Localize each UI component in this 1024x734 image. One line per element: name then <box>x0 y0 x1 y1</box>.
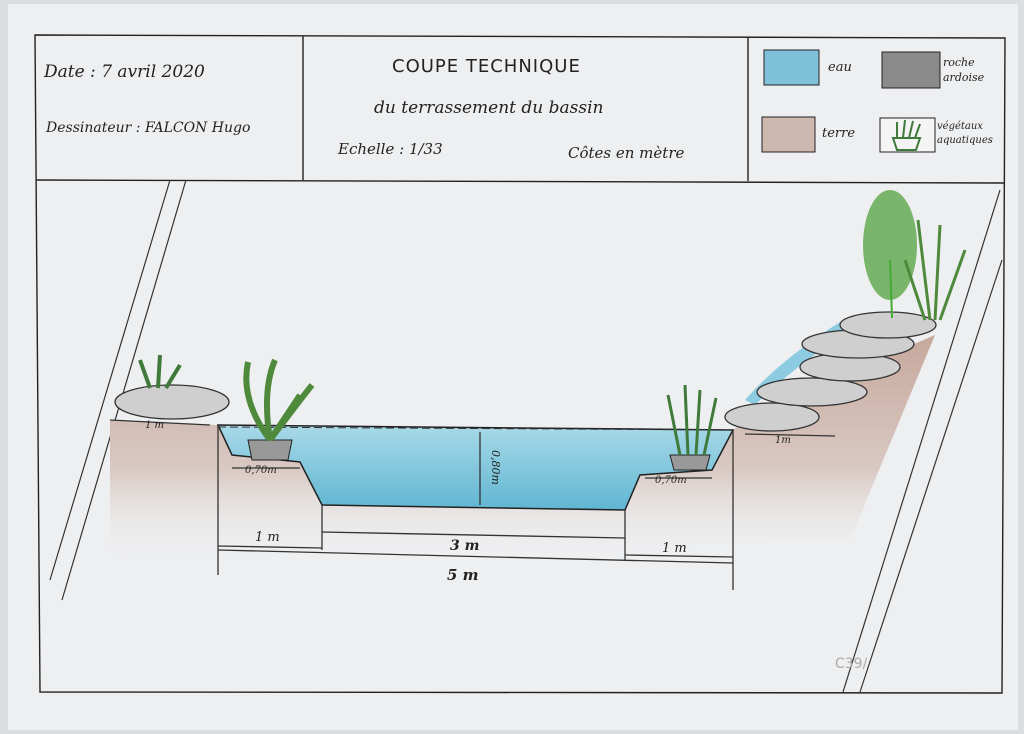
dim-right-bank: 1m <box>775 435 791 446</box>
title-line2: du terrassement du bassin <box>374 98 604 118</box>
pencil-note: C39/ <box>835 656 868 672</box>
legend-label-earth: terre <box>822 126 856 141</box>
legend-swatch-earth <box>761 116 816 153</box>
dim-left-bank: 1 m <box>145 420 164 431</box>
ground-hatch-lines <box>49 179 1003 693</box>
legend-swatch-plants <box>879 117 936 153</box>
dim-center-width: 3 m <box>450 538 479 554</box>
scale-label: Echelle : 1/33 <box>338 140 443 158</box>
dim-right-shelf: 0,70m <box>655 475 687 486</box>
legend-label-plants: végétaux aquatiques <box>937 121 993 146</box>
dim-left-width: 1 m <box>255 530 280 545</box>
dimension-lines <box>109 419 836 590</box>
aquatic-plants <box>138 190 967 471</box>
legend-label-rock: roche ardoise <box>943 56 985 84</box>
legend-label-water: eau <box>828 60 852 75</box>
plant-icon <box>891 119 922 151</box>
title-line1: COUPE TECHNIQUE <box>392 56 581 77</box>
legend-swatch-water <box>763 49 820 86</box>
title-block-frame <box>34 34 1006 694</box>
dim-depth: 0,80m <box>489 450 502 485</box>
dim-right-width: 1 m <box>662 541 687 556</box>
dim-left-shelf: 0,70m <box>245 465 277 476</box>
legend-swatch-rock <box>881 51 941 89</box>
water-surface-line <box>217 426 734 431</box>
date-label: Date : 7 avril 2020 <box>44 62 205 82</box>
slate-rocks <box>114 311 937 432</box>
drawer-label: Dessinateur : FALCON Hugo <box>46 120 251 136</box>
dim-total-width: 5 m <box>447 566 479 584</box>
units-label: Côtes en mètre <box>568 144 685 162</box>
